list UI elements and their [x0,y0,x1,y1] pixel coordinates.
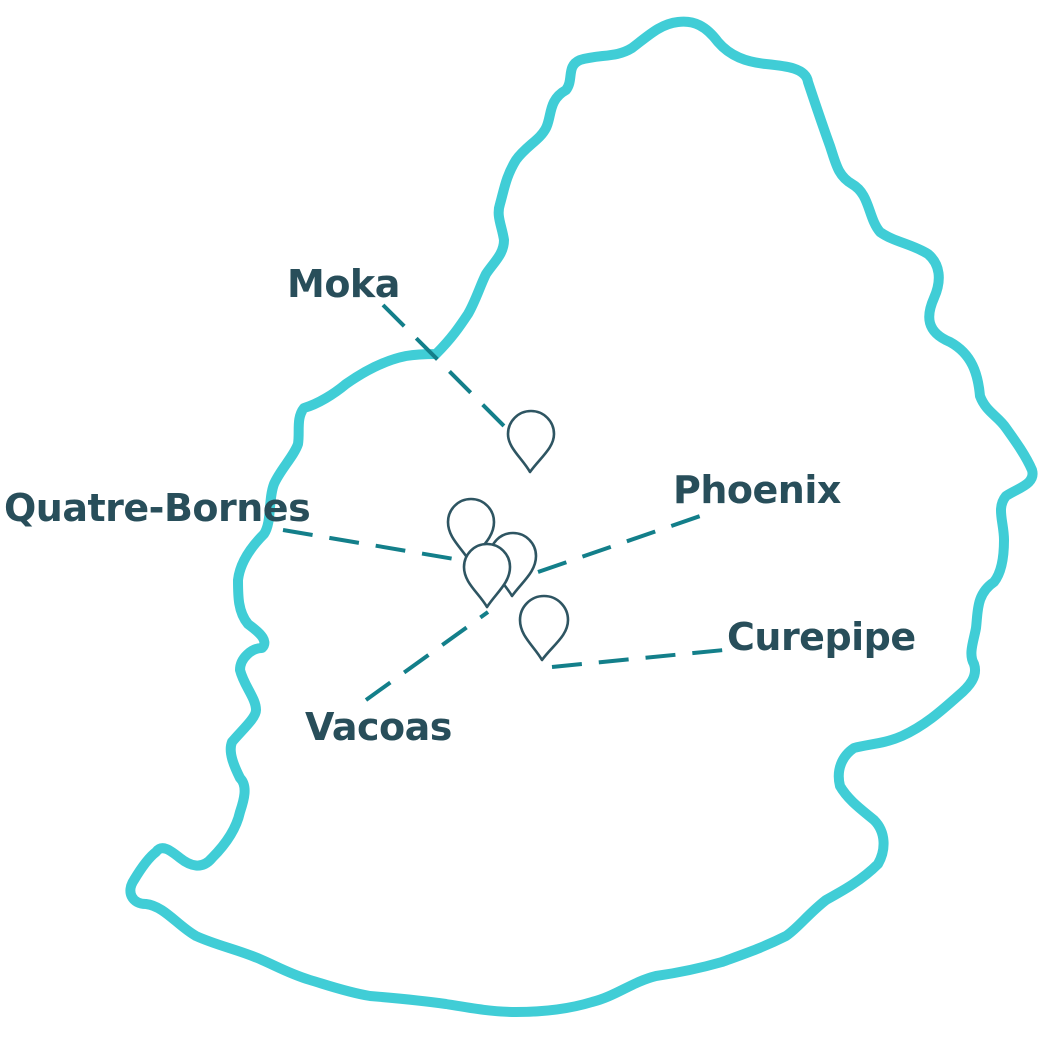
leader-line-vacoas [364,610,490,702]
place-label-phoenix: Phoenix [673,468,841,512]
map-pin-moka-icon [506,409,556,474]
leader-line-moka [381,303,510,432]
map-pin-vacoas-icon [462,542,512,609]
place-label-quatre-bornes: Quatre-Bornes [4,486,310,530]
place-labels: Moka Quatre-Bornes Phoenix Curepipe Vaco… [4,262,916,749]
place-label-moka: Moka [287,262,400,306]
place-label-curepipe: Curepipe [727,615,916,659]
place-label-vacoas: Vacoas [305,705,452,749]
leader-line-quatre-bornes [282,528,461,562]
leader-line-phoenix [537,512,707,574]
leader-line-curepipe [551,648,725,669]
map-pin-curepipe-icon [518,594,570,662]
island-outline [125,16,1038,1017]
map-pins [446,409,570,662]
leader-lines [282,303,725,702]
